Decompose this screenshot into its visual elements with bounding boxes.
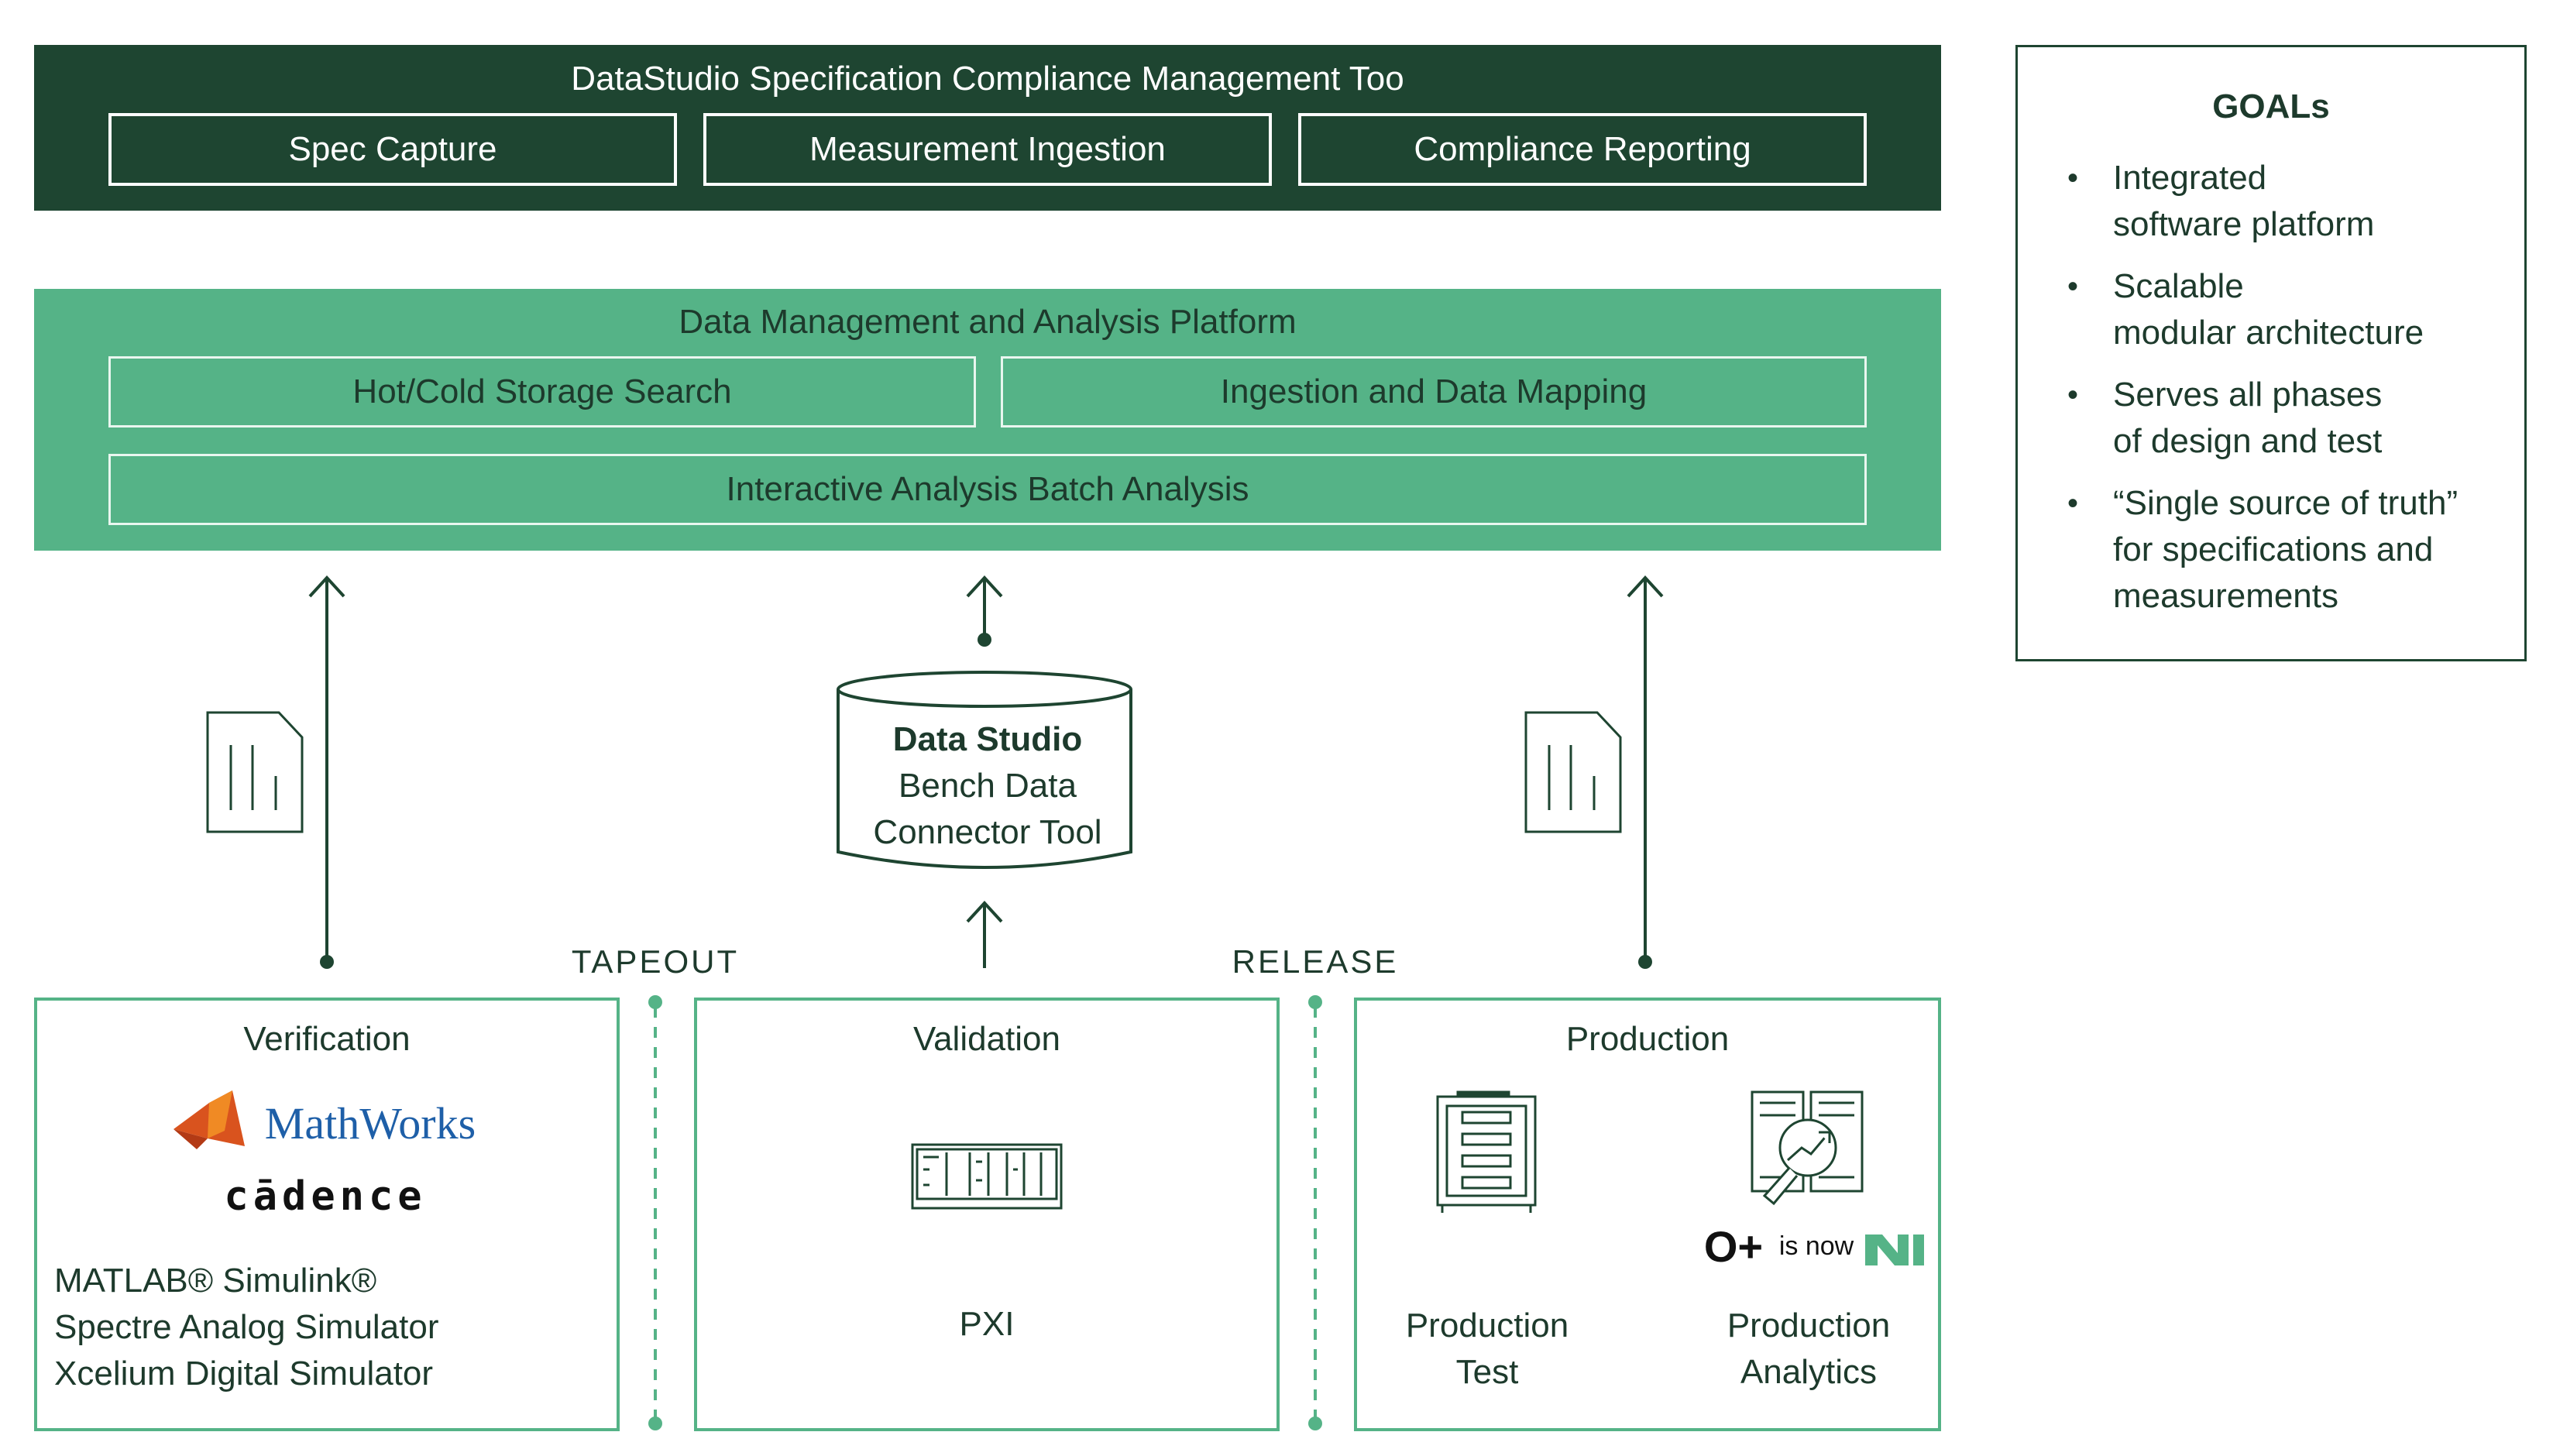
goal-item-single-source: “Single source of truth”for specificatio… — [2113, 484, 2459, 615]
mathworks-logo-icon — [174, 1090, 245, 1149]
measurement-ingestion-module: Measurement Ingestion — [703, 113, 1272, 186]
ni-logo-icon — [1865, 1235, 1924, 1265]
goal-bullet: • — [2067, 486, 2078, 520]
pxi-label: PXI — [959, 1305, 1015, 1343]
validation-box: Validation PXI — [694, 998, 1280, 1431]
goals-panel — [2015, 45, 2527, 661]
connector-line: Bench Data — [899, 767, 1077, 805]
platform-title: Data Management and Analysis Platform — [679, 303, 1297, 341]
data-platform-band — [34, 289, 1941, 551]
verification-title: Verification — [243, 1020, 411, 1058]
tool-xcelium: Xcelium Digital Simulator — [54, 1355, 434, 1392]
tool-matlab: MATLAB® Simulink® — [54, 1262, 377, 1300]
verification-box: Verification — [34, 998, 620, 1431]
database-cylinder-icon — [837, 671, 1132, 869]
tapeout-label: TAPEOUT — [571, 943, 740, 980]
arrowhead — [308, 575, 345, 598]
arrowhead — [1627, 575, 1664, 598]
pxi-chassis-icon — [911, 1143, 1063, 1210]
production-title: Production — [1565, 1020, 1730, 1058]
mathworks-logo: MathWorks — [264, 1097, 476, 1149]
application-title: DataStudio Specification Compliance Mana… — [571, 60, 1404, 98]
document-icon — [1524, 711, 1622, 833]
oplus-logo: O+ — [1703, 1221, 1764, 1271]
arrowhead — [966, 901, 1003, 923]
goals-title: GOALs — [2212, 88, 2330, 125]
document-icon — [206, 711, 304, 833]
goal-bullet: • — [2067, 377, 2078, 412]
spec-capture-module: Spec Capture — [108, 113, 677, 186]
analysis-module: Interactive Analysis Batch Analysis — [108, 454, 1867, 525]
is-now-text: is now — [1778, 1231, 1854, 1261]
test-rack-icon — [1436, 1090, 1537, 1213]
analytics-icon — [1751, 1090, 1864, 1206]
goal-bullet: • — [2067, 160, 2078, 195]
ingestion-mapping-module: Ingestion and Data Mapping — [1001, 356, 1867, 428]
compliance-reporting-module: Compliance Reporting — [1298, 113, 1867, 186]
tool-spectre: Spectre Analog Simulator — [54, 1308, 439, 1346]
connector-line: Connector Tool — [873, 813, 1102, 851]
release-label: RELEASE — [1232, 943, 1399, 980]
production-box: Production — [1354, 998, 1941, 1431]
cadence-logo: cādence — [224, 1173, 427, 1220]
arrowhead — [966, 575, 1003, 598]
goal-bullet: • — [2067, 269, 2078, 304]
connector-title: Data Studio — [892, 720, 1083, 758]
storage-search-module: Hot/Cold Storage Search — [108, 356, 976, 428]
validation-title: Validation — [913, 1020, 1060, 1058]
